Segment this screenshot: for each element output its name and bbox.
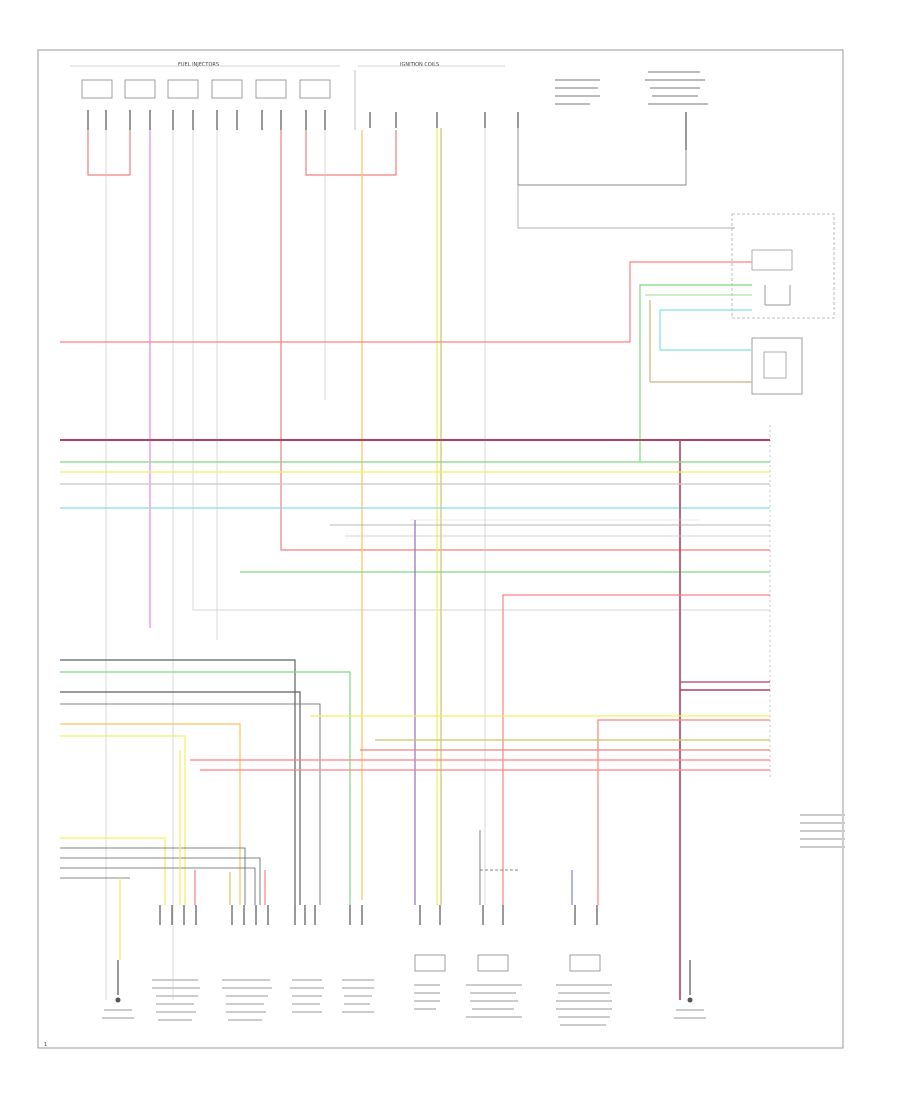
ground-right: [674, 960, 706, 1019]
ignition-coils-group: IGNITION COILS: [354, 62, 519, 130]
fuel-injector-6: [299, 79, 331, 99]
throttle-position-sensor: [556, 905, 612, 1026]
fuel-injector-5: [255, 79, 287, 99]
fuel-injectors-label: FUEL INJECTORS: [178, 62, 219, 68]
ignition-coils-label: IGNITION COILS: [400, 62, 439, 68]
fuel-injector-3: [167, 79, 199, 99]
fuel-injector-4: [211, 79, 243, 99]
oxygen-sensor-left-1: [152, 905, 200, 1021]
oxygen-sensor-right-1: [290, 905, 324, 1013]
wires: [60, 128, 770, 1000]
wire-coil-power: [305, 130, 397, 176]
fuel-injector-2: [124, 79, 156, 99]
fuel-injector-1: [81, 79, 113, 99]
wire-red-vertical: [280, 130, 770, 551]
fuel-injectors-group: FUEL INJECTORS: [70, 62, 340, 130]
page-number: 1: [44, 1042, 47, 1048]
camshaft-position-sensor: [555, 79, 600, 105]
oxygen-sensor-left-2: [222, 905, 272, 1021]
knock-sensor-left: [414, 905, 446, 1010]
fuel-pump-relay: [751, 337, 803, 395]
ground-left: [102, 960, 134, 1019]
page-frame: [37, 49, 844, 1049]
sensor-box-upper-right: [731, 213, 835, 319]
wire-injector-power: [87, 130, 131, 176]
knock-sensor-right: [466, 905, 522, 1018]
engine-control-module-connector: [769, 425, 845, 848]
oxygen-sensor-right-2: [342, 905, 374, 1013]
crankshaft-position-sensor: [645, 71, 708, 150]
